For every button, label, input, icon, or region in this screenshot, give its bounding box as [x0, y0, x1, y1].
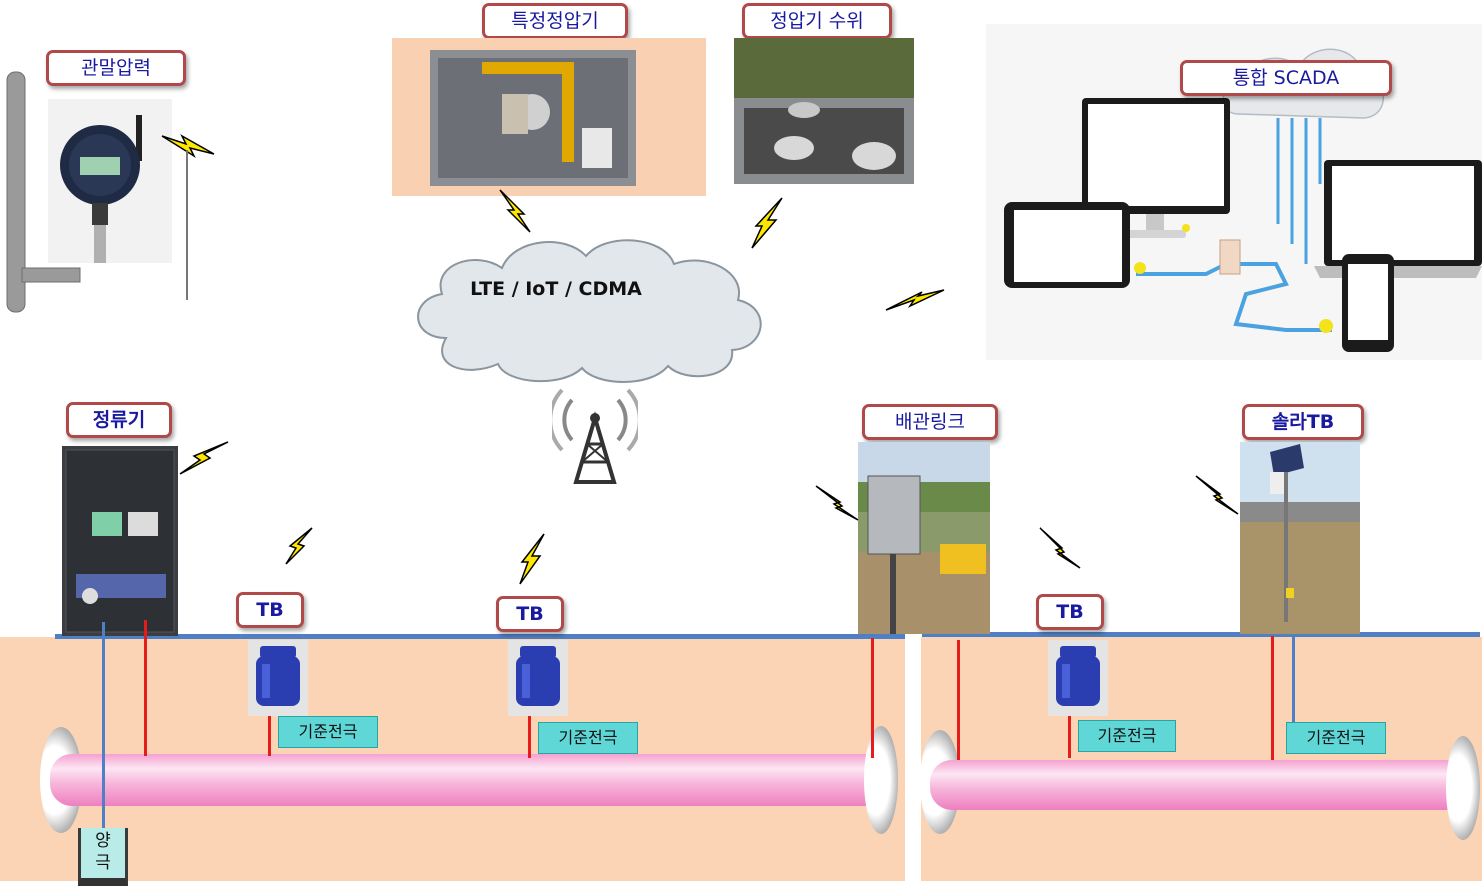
monitor-icon	[1082, 98, 1230, 238]
test-box	[1048, 640, 1108, 716]
reference-electrode: 기준전극	[278, 716, 378, 748]
rectifier-photo	[62, 446, 178, 636]
antenna-wire	[186, 150, 188, 300]
anode-wire	[102, 622, 105, 830]
scada-label: 통합 SCADA	[1180, 60, 1392, 96]
anode-label: 양 극	[95, 831, 111, 873]
lightning-icon	[751, 197, 783, 249]
phone-icon	[1342, 254, 1394, 352]
lightning-icon	[499, 189, 531, 233]
ground-surface-line	[55, 634, 905, 639]
ground-section-right	[921, 637, 1482, 881]
pipe	[930, 760, 1470, 810]
pole-graphic	[4, 70, 84, 320]
tb-label: TB	[496, 596, 564, 632]
rectifier-label: 정류기	[66, 402, 172, 438]
pressure-gauge-icon	[60, 115, 142, 263]
reference-electrode: 기준전극	[1078, 720, 1176, 752]
solar-tb-label: 솔라TB	[1242, 404, 1364, 440]
tb-label: TB	[236, 592, 304, 628]
electrode-wire	[1068, 716, 1071, 758]
lightning-icon	[161, 134, 215, 159]
test-box	[508, 640, 568, 716]
electrode-wire	[1292, 636, 1295, 728]
solar-tb-photo	[1240, 442, 1360, 634]
electrode-wire	[528, 716, 531, 758]
special-regulator-label: 특정정압기	[482, 3, 628, 39]
lightning-icon	[179, 441, 229, 475]
pipe-link-label: 배관링크	[862, 404, 998, 440]
anode-box: 양 극	[78, 828, 128, 886]
laptop-icon	[1314, 160, 1482, 278]
electrode-wire	[268, 716, 271, 756]
tablet-icon	[1004, 202, 1130, 288]
pipe-flange	[864, 726, 898, 834]
tb-label: TB	[1036, 594, 1104, 630]
pipe	[50, 754, 890, 806]
reference-electrode: 기준전극	[538, 722, 638, 754]
pipe-link-photo	[858, 442, 990, 634]
network-cloud: LTE / IoT / CDMA	[406, 228, 772, 386]
end-pressure-label: 관말압력	[46, 50, 186, 86]
pipe-connection-wire	[1271, 636, 1274, 760]
antenna-tower-icon	[552, 388, 638, 484]
pipe-flange	[1446, 736, 1480, 840]
lightning-icon	[1039, 527, 1081, 569]
pressure-gauge-photo	[48, 99, 172, 263]
pipe-connection-wire	[957, 640, 960, 760]
test-box	[248, 640, 308, 716]
regulator-pit-photo	[734, 38, 914, 184]
network-label: LTE / IoT / CDMA	[470, 278, 642, 300]
lightning-icon	[1195, 475, 1239, 515]
pipe-connection-wire	[144, 620, 147, 756]
cloud-icon	[417, 239, 762, 383]
reference-electrode: 기준전극	[1286, 722, 1386, 754]
regulator-box-photo	[392, 38, 706, 196]
pipe-connection-wire	[871, 638, 874, 758]
lightning-icon	[885, 289, 945, 311]
ground-surface-line	[922, 632, 1480, 637]
lightning-icon	[815, 485, 859, 521]
lightning-icon	[285, 527, 313, 565]
regulator-level-label: 정압기 수위	[742, 3, 892, 39]
lightning-icon	[519, 533, 545, 585]
